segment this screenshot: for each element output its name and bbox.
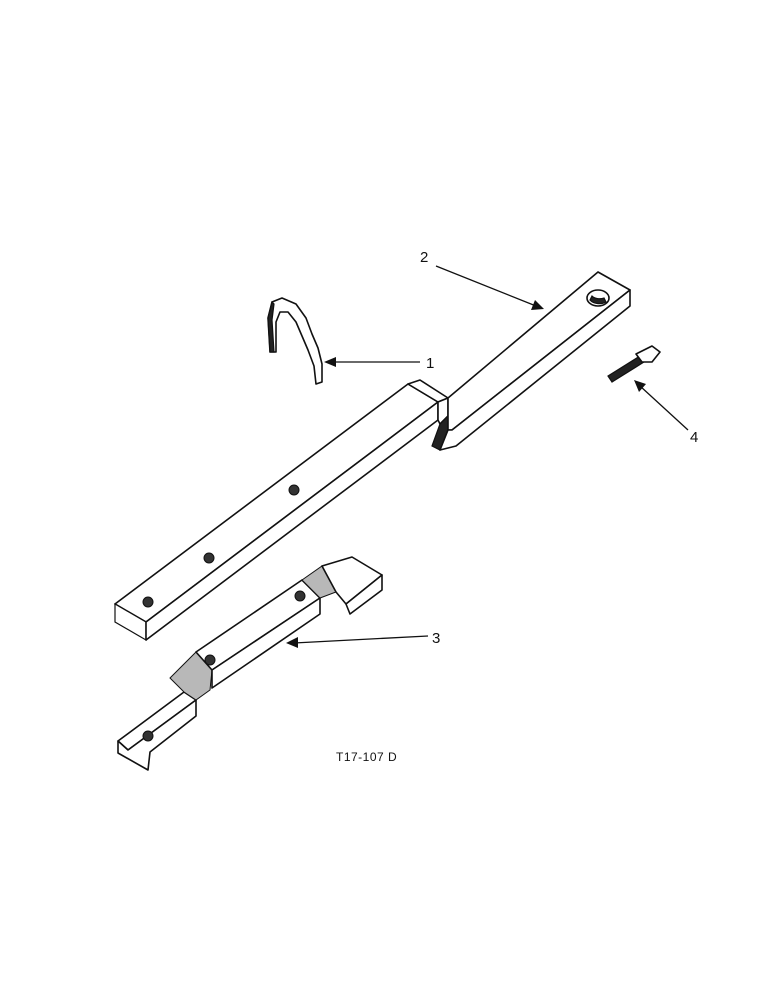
callout-4: 4 [690, 429, 698, 446]
part-1-spring-clip [267, 297, 323, 385]
arrowhead-4 [634, 380, 646, 392]
arrowhead-3 [286, 637, 298, 648]
callout-1: 1 [426, 355, 434, 372]
arrowhead-2 [531, 300, 544, 310]
arrowhead-1 [324, 357, 336, 367]
callout-2: 2 [420, 249, 428, 266]
part-3-lower-bar [117, 556, 383, 771]
part-4-pin [607, 345, 661, 383]
leader-lines [286, 265, 689, 648]
leader-3 [293, 635, 429, 644]
leader-2 [435, 265, 537, 307]
leader-4 [639, 385, 689, 431]
callout-3: 3 [432, 630, 440, 647]
part-2-drawbar-arm [114, 271, 631, 642]
drawing-code: T17-107 D [336, 750, 397, 764]
